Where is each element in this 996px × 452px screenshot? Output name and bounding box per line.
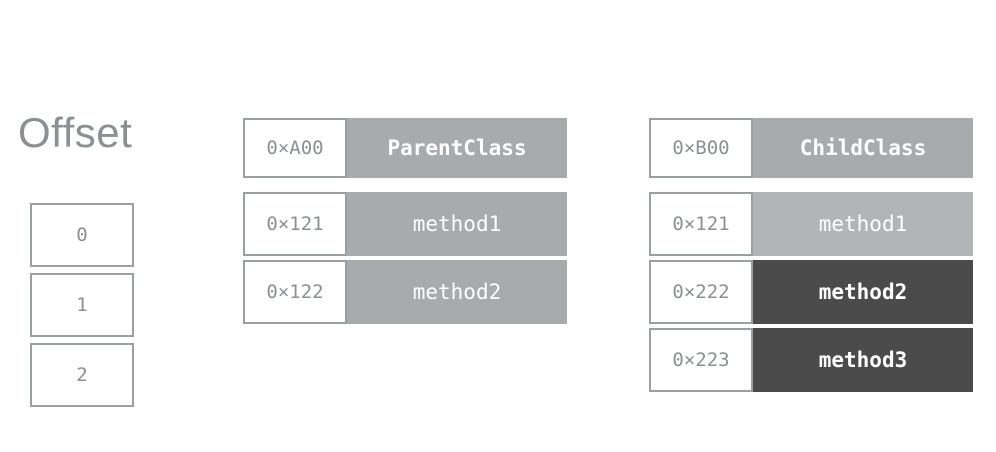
child-method-row-new: 0×223 method3 <box>649 328 973 392</box>
child-vtable-header-row: 0×B00 ChildClass <box>649 118 973 178</box>
method-name-label: method2 <box>818 280 908 304</box>
class-name-label: ChildClass <box>799 136 927 160</box>
child-method-row-inherited: 0×121 method1 <box>649 192 973 256</box>
child-method-name: method1 <box>753 192 973 256</box>
parent-method-name: method1 <box>347 192 567 256</box>
parent-vtable-header-row: 0×A00 ParentClass <box>243 118 567 178</box>
parent-vtable-header-name: ParentClass <box>347 118 567 178</box>
child-method-address: 0×222 <box>649 260 753 324</box>
offset-cell-label: 0 <box>76 224 88 246</box>
child-method-name: method2 <box>753 260 973 324</box>
child-vtable-header-name: ChildClass <box>753 118 973 178</box>
child-method-address: 0×121 <box>649 192 753 256</box>
child-vtable-header-address: 0×B00 <box>649 118 753 178</box>
method-name-label: method1 <box>412 212 502 236</box>
address-label: 0×A00 <box>266 137 324 159</box>
address-label: 0×B00 <box>672 137 730 159</box>
offset-column-title: Offset <box>18 109 133 156</box>
child-method-row-overridden: 0×222 method2 <box>649 260 973 324</box>
address-label: 0×122 <box>266 281 324 303</box>
parent-vtable-header-address: 0×A00 <box>243 118 347 178</box>
address-label: 0×222 <box>672 281 730 303</box>
parent-method-address: 0×121 <box>243 192 347 256</box>
method-name-label: method3 <box>818 348 908 372</box>
address-label: 0×121 <box>266 213 324 235</box>
address-label: 0×223 <box>672 349 730 371</box>
offset-cell-list: 0 1 2 <box>30 203 134 413</box>
child-method-name: method3 <box>753 328 973 392</box>
offset-cell: 0 <box>30 203 134 267</box>
offset-cell: 1 <box>30 273 134 337</box>
parent-method-name: method2 <box>347 260 567 324</box>
offset-cell-label: 2 <box>76 364 88 386</box>
parent-class-vtable: 0×A00 ParentClass 0×121 method1 0×122 me… <box>243 118 567 328</box>
address-label: 0×121 <box>672 213 730 235</box>
offset-cell-label: 1 <box>76 294 88 316</box>
class-name-label: ParentClass <box>387 136 527 160</box>
parent-method-row: 0×122 method2 <box>243 260 567 324</box>
parent-method-address: 0×122 <box>243 260 347 324</box>
child-class-vtable: 0×B00 ChildClass 0×121 method1 0×222 met… <box>649 118 973 396</box>
offset-cell: 2 <box>30 343 134 407</box>
method-name-label: method2 <box>412 280 502 304</box>
parent-method-row: 0×121 method1 <box>243 192 567 256</box>
method-name-label: method1 <box>818 212 908 236</box>
child-method-address: 0×223 <box>649 328 753 392</box>
